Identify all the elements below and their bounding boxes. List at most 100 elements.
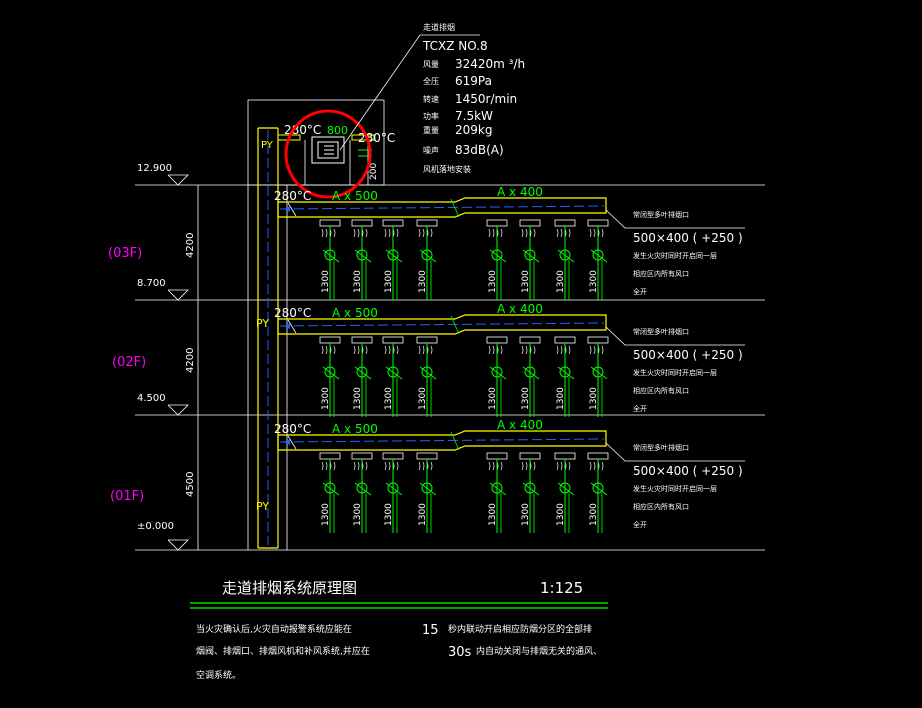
note-left-1: 当火灾确认后,火灾自动报警系统应能在 [196,623,352,635]
exhaust-inlet: 1300 [554,336,576,417]
exhaust-inlet: 1300 [486,336,508,417]
spec-label-0: 风量 [423,60,439,69]
floor-temp: 280°C [274,306,311,320]
damper-mark [287,202,297,217]
note-leader [605,209,745,229]
shaft-outline [247,99,385,550]
spec-label-1: 全压 [423,76,439,86]
spec-value-0: 32420m ³/h [455,57,525,71]
drop-length: 1300 [353,270,363,293]
note-left-2: 烟阀、排烟口、排烟风机和补风系统,并应在 [196,645,370,657]
drop-length: 1300 [321,503,331,526]
roof-duct-size: 800 [327,124,348,137]
duct-size-2: A x 400 [497,302,543,316]
note-1: 常闭型多叶排烟口 [633,443,689,452]
level-markers [167,174,189,551]
drop-length: 1300 [418,270,428,293]
drop-length: 1300 [521,387,531,410]
py-label: PY [256,317,269,330]
drop-length: 1300 [418,503,428,526]
drop-length: 1300 [384,503,394,526]
duct-centerline [279,205,605,210]
exhaust-inlet: 1300 [416,219,438,300]
branch-duct [277,314,607,335]
branch-duct [277,430,607,451]
exhaust-inlet: 1300 [351,336,373,417]
exhaust-inlet: 1300 [587,219,609,300]
riser-duct [257,127,279,549]
note-1: 常闭型多叶排烟口 [633,210,689,219]
exhaust-inlet: 1300 [554,219,576,300]
level-elev-4: ±0.000 [137,521,174,532]
exhaust-inlet: 1300 [382,452,404,533]
drop-length: 1300 [589,270,599,293]
py-label: PY [256,500,269,513]
drop-length: 1300 [521,270,531,293]
exhaust-inlet: 1300 [486,219,508,300]
spec-label-4: 重量 [423,125,439,135]
flow-arrow [284,323,290,329]
exhaust-inlet: 1300 [486,452,508,533]
note-3: 发生火灾时同时开启同一层 [633,368,717,377]
note-5: 全开 [633,287,647,296]
drop-length: 1300 [589,503,599,526]
level-elev-3: 4.500 [137,393,166,404]
damper-mark [450,431,460,451]
note-mid-1-num: 15 [422,623,439,638]
note-3: 发生火灾时同时开启同一层 [633,251,717,260]
exhaust-inlet: 1300 [519,219,541,300]
drop-length: 1300 [556,503,566,526]
diagram-title: 走道排烟系统原理图 [222,579,357,597]
drop-length: 1300 [321,387,331,410]
exhaust-inlet: 1300 [382,219,404,300]
level-elev-1: 12.900 [137,163,172,174]
note-5: 全开 [633,520,647,529]
drop-length: 1300 [488,270,498,293]
note-4: 相应区内所有风口 [633,502,689,511]
note-5: 全开 [633,404,647,413]
duct-size-1: A x 500 [332,189,378,203]
duct-size-2: A x 400 [497,418,543,432]
floor-lines [135,184,765,551]
roof-drop: 200 [369,163,379,180]
floor-temp: 280°C [274,189,311,203]
level-elev-2: 8.700 [137,278,166,289]
branch-duct [277,197,607,218]
spec-model: TCXZ NO.8 [422,39,488,53]
drop-length: 1300 [418,387,428,410]
spec-label-5: 噪声 [423,145,439,155]
exhaust-inlet: 1300 [587,336,609,417]
floor-label-1: (01F) [110,489,144,504]
spec-header: 走道排烟 [423,22,455,32]
roof-py-label: PY [261,140,274,151]
floor-height-1: 4200 [185,233,196,258]
exhaust-inlet: 1300 [587,452,609,533]
damper-mark [287,319,297,334]
spec-value-3: 7.5kW [455,109,493,123]
damper-mark [450,198,460,218]
exhaust-inlet: 1300 [416,452,438,533]
note-leader [605,326,745,346]
floor-groups: 1300 1300 1300 1300 1300 1300 1300 1300 280°C A x… [256,185,745,533]
spec-leader [339,34,480,151]
drop-length: 1300 [384,270,394,293]
drop-length: 1300 [556,387,566,410]
exhaust-inlet: 1300 [416,336,438,417]
damper-mark [450,315,460,335]
duct-centerline [279,322,605,327]
floor-temp: 280°C [274,422,311,436]
note-left-3: 空调系统。 [196,669,241,681]
drop-length: 1300 [556,270,566,293]
note-3: 发生火灾时同时开启同一层 [633,484,717,493]
roof-temp-left: 280°C [284,123,321,137]
exhaust-inlet: 1300 [554,452,576,533]
duct-size-2: A x 400 [497,185,543,199]
note-2: 500×400 ( +250 ) [633,231,743,245]
damper-mark [287,435,297,450]
spec-label-3: 功率 [423,111,439,121]
fan-spec-block: 走道排烟 TCXZ NO.8 风量 32420m ³/h 全压 619Pa 转速… [422,22,525,174]
drop-length: 1300 [488,387,498,410]
